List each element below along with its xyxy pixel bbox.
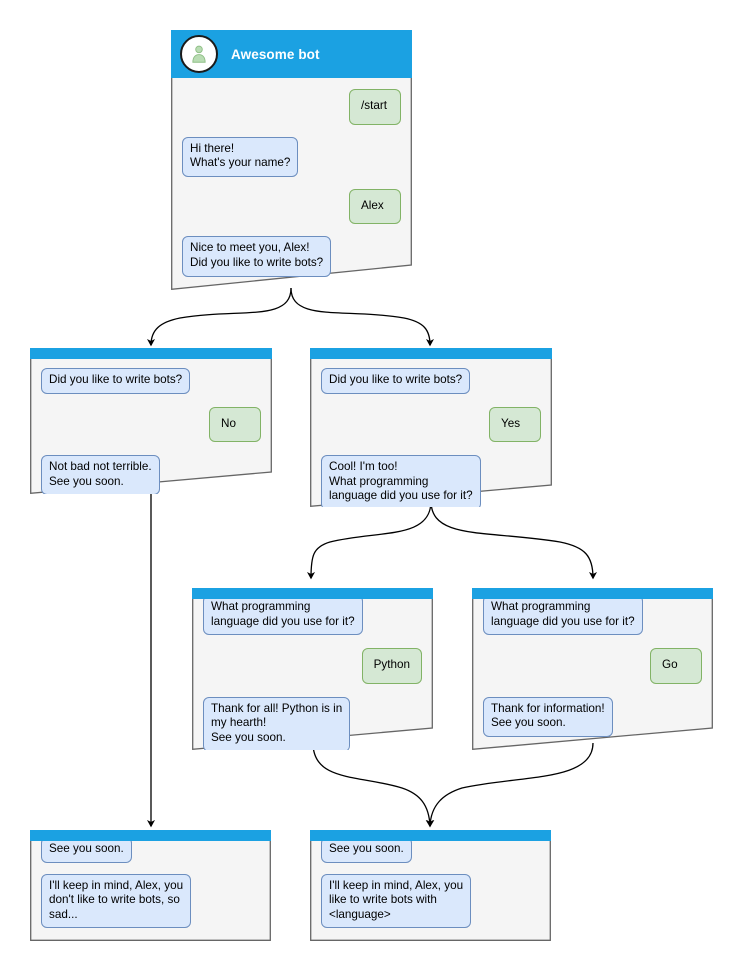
chat-bubble-bot[interactable]: Did you like to write bots? <box>321 368 471 394</box>
node-root-content: Awesome bot /start Hi there! What's your… <box>171 30 412 290</box>
chat-bubble-bot[interactable]: What programming language did you use fo… <box>203 595 363 636</box>
chat-bubble-user[interactable]: Go <box>650 648 702 684</box>
node-root-title: Awesome bot <box>231 46 320 62</box>
chat-row: What programming language did you use fo… <box>203 595 422 636</box>
chat-bubble-bot[interactable]: Did you like to write bots? <box>41 368 191 394</box>
chat-row: Thank for information! See you soon. <box>483 696 702 737</box>
chat-bubble-bot[interactable]: Hi there! What's your name? <box>182 136 299 177</box>
node-end-happy[interactable]: See you soon. I'll keep in mind, Alex, y… <box>310 830 551 941</box>
node-yes-branch[interactable]: Did you like to write bots? Yes Cool! I'… <box>310 348 552 507</box>
chat-row: What programming language did you use fo… <box>483 595 702 636</box>
chat-row: No <box>41 406 261 443</box>
node-end-sad[interactable]: See you soon. I'll keep in mind, Alex, y… <box>30 830 271 941</box>
edge-yes-to-go <box>430 500 598 580</box>
chat-bubble-user[interactable]: Alex <box>349 188 401 225</box>
node-end-sad-header <box>30 830 271 841</box>
node-root[interactable]: Awesome bot /start Hi there! What's your… <box>171 30 412 290</box>
node-python-branch-header <box>192 588 433 599</box>
chat-bubble-user[interactable]: No <box>209 406 261 443</box>
edge-go-to-end-happy <box>426 742 594 828</box>
node-root-chat: /start Hi there! What's your name? Alex … <box>171 78 412 290</box>
node-end-happy-header <box>310 830 551 841</box>
chat-bubble-user[interactable]: Yes <box>489 406 541 443</box>
node-go-branch-chat: What programming language did you use fo… <box>472 588 713 750</box>
chat-row: Hi there! What's your name? <box>182 136 401 177</box>
node-no-branch-chat: Did you like to write bots? No Not bad n… <box>30 359 272 494</box>
node-python-branch-chat: What programming language did you use fo… <box>192 588 433 750</box>
chat-row: Nice to meet you, Alex! Did you like to … <box>182 236 401 277</box>
chat-row: I'll keep in mind, Alex, you like to wri… <box>321 873 540 929</box>
node-yes-branch-content: Did you like to write bots? Yes Cool! I'… <box>310 348 552 507</box>
chat-bubble-bot[interactable]: See you soon. <box>321 837 412 863</box>
edge-root-to-no <box>146 287 292 347</box>
chat-bubble-bot[interactable]: Thank for information! See you soon. <box>483 696 613 737</box>
edge-python-to-end-happy <box>312 742 434 828</box>
chat-bubble-bot[interactable]: Not bad not terrible. See you soon. <box>41 455 160 494</box>
chat-row: Yes <box>321 406 541 443</box>
chat-row: See you soon. <box>321 837 540 863</box>
node-end-sad-content: See you soon. I'll keep in mind, Alex, y… <box>30 830 271 941</box>
node-no-branch[interactable]: Did you like to write bots? No Not bad n… <box>30 348 272 494</box>
chat-row: Did you like to write bots? <box>321 368 541 394</box>
chat-bubble-bot[interactable]: What programming language did you use fo… <box>483 595 643 636</box>
node-end-happy-content: See you soon. I'll keep in mind, Alex, y… <box>310 830 551 941</box>
node-python-branch[interactable]: What programming language did you use fo… <box>192 588 433 750</box>
edge-root-to-yes <box>290 287 435 347</box>
node-python-branch-content: What programming language did you use fo… <box>192 588 433 750</box>
node-yes-branch-header <box>310 348 552 359</box>
node-go-branch-header <box>472 588 713 599</box>
chat-row: Did you like to write bots? <box>41 368 261 394</box>
node-go-branch-content: What programming language did you use fo… <box>472 588 713 750</box>
edge-yes-to-python <box>306 500 432 580</box>
chat-row: Python <box>203 648 422 684</box>
chat-row: Thank for all! Python is in my hearth! S… <box>203 696 422 750</box>
chat-row: Cool! I'm too! What programming language… <box>321 455 541 507</box>
node-go-branch[interactable]: What programming language did you use fo… <box>472 588 713 750</box>
chat-bubble-user[interactable]: Python <box>361 648 422 684</box>
chat-bubble-user[interactable]: /start <box>349 89 401 125</box>
node-yes-branch-chat: Did you like to write bots? Yes Cool! I'… <box>310 359 552 507</box>
node-end-sad-chat: See you soon. I'll keep in mind, Alex, y… <box>30 830 271 941</box>
chat-bubble-bot[interactable]: Thank for all! Python is in my hearth! S… <box>203 696 351 750</box>
chat-row: /start <box>182 89 401 125</box>
node-no-branch-content: Did you like to write bots? No Not bad n… <box>30 348 272 494</box>
chat-row: Not bad not terrible. See you soon. <box>41 455 261 494</box>
chat-row: I'll keep in mind, Alex, you don't like … <box>41 873 260 929</box>
chat-bubble-bot[interactable]: Cool! I'm too! What programming language… <box>321 455 481 507</box>
person-avatar-icon <box>180 35 218 73</box>
chat-row: Alex <box>182 188 401 225</box>
node-end-happy-chat: See you soon. I'll keep in mind, Alex, y… <box>310 830 551 941</box>
chat-bubble-bot[interactable]: Nice to meet you, Alex! Did you like to … <box>182 236 332 277</box>
node-no-branch-header <box>30 348 272 359</box>
chat-row: Go <box>483 648 702 684</box>
chat-bubble-bot[interactable]: I'll keep in mind, Alex, you don't like … <box>41 873 192 929</box>
chat-bubble-bot[interactable]: I'll keep in mind, Alex, you like to wri… <box>321 873 472 929</box>
node-root-header: Awesome bot <box>171 30 412 78</box>
